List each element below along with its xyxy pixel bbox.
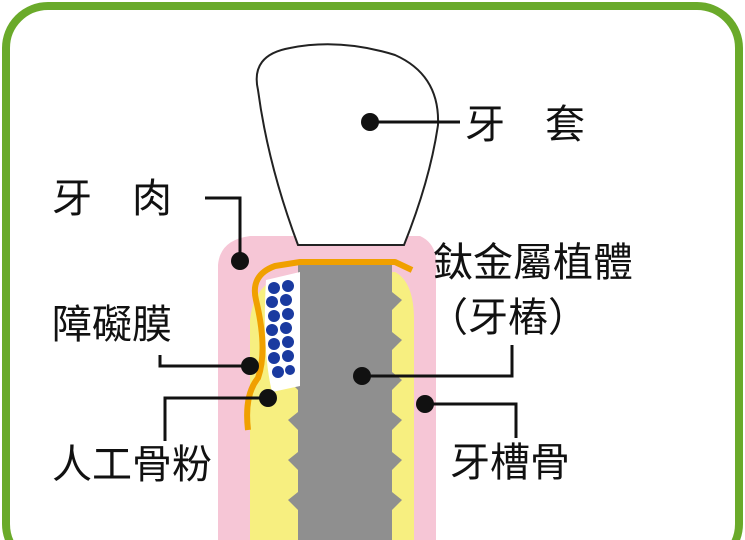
bone-graft-label: 人工骨粉 (52, 442, 212, 488)
leader-lines (158, 120, 518, 441)
implant-label-line1: 鈦金屬植體 (433, 240, 633, 286)
bone-graft-particles (266, 280, 295, 378)
alveolar-bone-label: 牙槽骨 (450, 440, 570, 486)
crown-dot (361, 113, 379, 131)
implant-dot (353, 367, 371, 385)
bone-dot (416, 395, 434, 413)
titanium-implant (288, 265, 402, 540)
crown-label: 牙 套 (465, 102, 585, 148)
leader-dots (231, 113, 434, 413)
graft-dot (259, 389, 277, 407)
membrane-dot (241, 357, 259, 375)
crown (255, 43, 440, 246)
gum-dot (231, 252, 249, 270)
gum-label: 牙 肉 (52, 176, 172, 222)
membrane-label: 障礙膜 (52, 302, 172, 348)
implant-label-line2: （牙樁） (428, 295, 588, 341)
barrier-membrane (244, 259, 414, 431)
